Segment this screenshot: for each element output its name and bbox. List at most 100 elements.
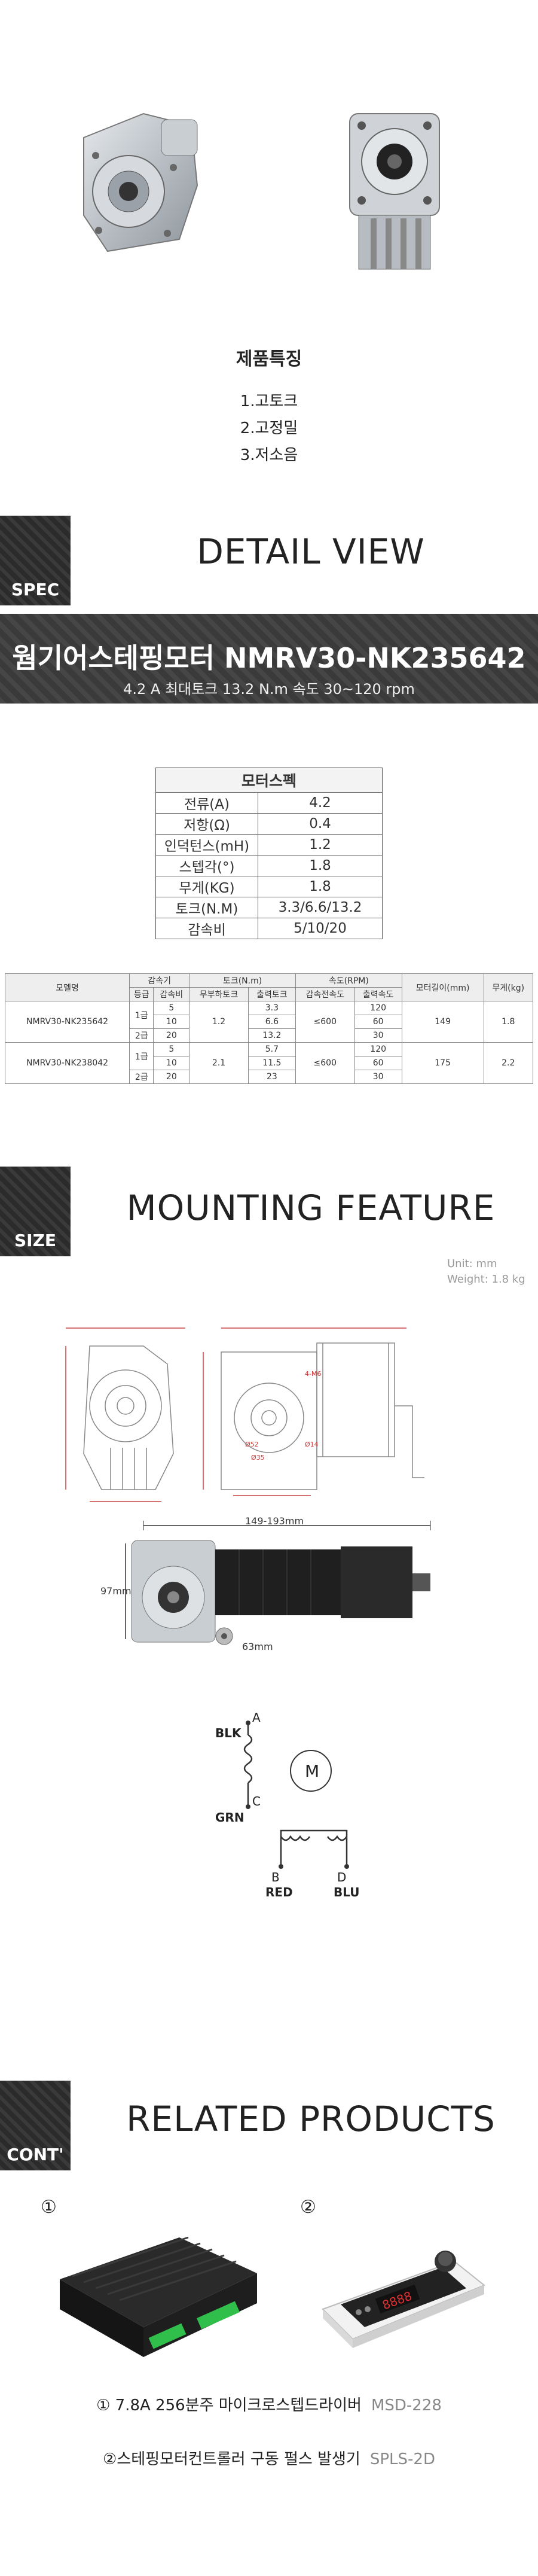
- pulse-controller-photo[interactable]: 8888: [305, 2237, 496, 2363]
- cell-ratio: 10: [153, 1015, 190, 1029]
- col-grade: 등급: [129, 987, 154, 1001]
- related-product-2-name: ②스테핑모터컨트롤러 구동 펄스 발생기: [103, 2450, 360, 2468]
- wire-label-b: B: [271, 1870, 280, 1884]
- cell-output: 23: [247, 1070, 296, 1084]
- spec-key: 인덕턴스(mH): [155, 834, 258, 855]
- spec-key: 스텝각(°): [155, 855, 258, 876]
- motor-spec-table: 모터스펙 전류(A)4.2 저항(Ω)0.4 인덕턴스(mH)1.2 스텝각(°…: [155, 768, 383, 939]
- table-row: 10 11.5 60: [5, 1056, 533, 1070]
- cell-out-speed: 120: [354, 1001, 402, 1015]
- cell-grade: 1급: [129, 1042, 154, 1070]
- wire-label-d: D: [337, 1870, 346, 1884]
- related-number-2: ②: [300, 2197, 316, 2218]
- col-reduce-speed: 감속전속도: [295, 987, 355, 1001]
- cell-output: 13.2: [247, 1028, 296, 1043]
- cell-out-speed: 30: [354, 1070, 402, 1084]
- product-banner: 웜기어스테핑모터 NMRV30-NK235642 4.2 A 최대토크 13.2…: [0, 614, 538, 704]
- spec-value: 1.8: [258, 876, 383, 897]
- cell-weight: 1.8: [483, 1001, 533, 1043]
- cell-out-speed: 60: [354, 1056, 402, 1070]
- col-holding: 무부하토크: [189, 987, 249, 1001]
- unit-label: Unit: mm: [447, 1257, 497, 1270]
- col-torque: 토크(N.m): [189, 973, 296, 988]
- cell-model: NMRV30-NK235642: [4, 1001, 130, 1043]
- section-tab-cont: CONT': [0, 2081, 71, 2170]
- related-product-2-model: SPLS-2D: [369, 2450, 435, 2468]
- table-row: 저항(Ω)0.4: [155, 813, 383, 835]
- wire-label-c: C: [252, 1794, 261, 1808]
- section-tab-spec: SPEC: [0, 516, 71, 605]
- cell-output: 5.7: [247, 1042, 296, 1056]
- banner-subtitle: 4.2 A 최대토크 13.2 N.m 속도 30~120 rpm: [123, 681, 415, 698]
- spec-key: 토크(N.M): [155, 897, 258, 918]
- cell-grade: 2급: [129, 1028, 154, 1043]
- related-product-2[interactable]: ②스테핑모터컨트롤러 구동 펄스 발생기 SPLS-2D: [0, 2447, 538, 2469]
- related-product-1-name: ① 7.8A 256분주 마이크로스텝드라이버: [96, 2397, 362, 2414]
- feature-item-2: 2.고정밀: [240, 419, 298, 437]
- spec-value: 3.3/6.6/13.2: [258, 897, 383, 918]
- features-title: 제품특징: [236, 349, 302, 370]
- spec-key: 전류(A): [155, 792, 258, 814]
- shaft-dimension: 63mm: [242, 1641, 273, 1652]
- col-speed: 속도(RPM): [295, 973, 402, 988]
- cell-output: 3.3: [247, 1001, 296, 1015]
- banner-title: 웜기어스테핑모터 NMRV30-NK235642: [12, 642, 526, 674]
- model-comparison-table: 모델명 감속기 토크(N.m) 속도(RPM) 모터길이(mm) 무게(kg) …: [4, 973, 533, 1084]
- section-title-mounting-feature: MOUNTING FEATURE: [126, 1187, 496, 1228]
- col-reducer: 감속기: [129, 973, 190, 988]
- col-length: 모터길이(mm): [401, 973, 484, 1001]
- col-out-speed: 출력속도: [354, 987, 402, 1001]
- cell-ratio: 10: [153, 1056, 190, 1070]
- table-row: 2급 20 13.2 30: [5, 1028, 533, 1043]
- feature-item-1: 1.고토크: [240, 392, 298, 410]
- cell-weight: 2.2: [483, 1042, 533, 1084]
- table-row: 10 6.6 60: [5, 1015, 533, 1029]
- spec-value: 5/10/20: [258, 918, 383, 939]
- cell-grade: 1급: [129, 1001, 154, 1029]
- section-tab-size-label: SIZE: [14, 1231, 56, 1250]
- cell-reduce-speed: ≤600: [295, 1042, 355, 1084]
- col-model: 모델명: [4, 973, 130, 1001]
- cell-output: 6.6: [247, 1015, 296, 1029]
- table-row: 2급 20 23 30: [5, 1070, 533, 1084]
- related-product-1-model: MSD-228: [371, 2397, 442, 2414]
- wire-label-blk: BLK: [215, 1726, 242, 1740]
- svg-text:Ø14: Ø14: [305, 1441, 319, 1448]
- col-ratio: 감속비: [153, 987, 190, 1001]
- section-tab-size: SIZE: [0, 1167, 71, 1256]
- svg-text:Ø35: Ø35: [251, 1454, 265, 1461]
- table-row: 스텝각(°)1.8: [155, 855, 383, 876]
- table-row: 전류(A)4.2: [155, 792, 383, 814]
- stepper-driver-photo[interactable]: [48, 2225, 269, 2363]
- cell-holding: 2.1: [189, 1042, 249, 1084]
- cell-out-speed: 60: [354, 1015, 402, 1029]
- table-row: 인덕턴스(mH)1.2: [155, 834, 383, 855]
- wire-label-red: RED: [265, 1885, 293, 1899]
- cell-model: NMRV30-NK238042: [4, 1042, 130, 1084]
- col-output: 출력토크: [247, 987, 296, 1001]
- wire-label-a: A: [252, 1711, 261, 1725]
- section-title-related-products: RELATED PRODUCTS: [126, 2099, 496, 2139]
- weight-label: Weight: 1.8 kg: [447, 1273, 525, 1286]
- wiring-diagram: A BLK C GRN M B RED D BLU: [215, 1711, 360, 1899]
- cell-ratio: 5: [153, 1042, 190, 1056]
- table-row: 무게(KG)1.8: [155, 876, 383, 897]
- svg-text:4-M6: 4-M6: [305, 1370, 321, 1378]
- cell-length: 175: [401, 1042, 484, 1084]
- spec-value: 0.4: [258, 813, 383, 835]
- section-tab-spec-label: SPEC: [11, 580, 60, 599]
- motor-spec-header: 모터스펙: [155, 768, 383, 793]
- cell-grade: 2급: [129, 1070, 154, 1084]
- cell-reduce-speed: ≤600: [295, 1001, 355, 1043]
- mounting-drawing: Ø52 Ø14 Ø35 4-M6: [65, 1327, 424, 1502]
- motor-symbol: M: [305, 1761, 319, 1781]
- col-weight: 무게(kg): [483, 973, 533, 1001]
- spec-key: 저항(Ω): [155, 813, 258, 835]
- section-tab-cont-label: CONT': [7, 2145, 64, 2164]
- spec-value: 1.8: [258, 855, 383, 876]
- gearbox-photo-left: [83, 112, 198, 252]
- spec-value: 4.2: [258, 792, 383, 814]
- related-product-1[interactable]: ① 7.8A 256분주 마이크로스텝드라이버 MSD-228: [0, 2393, 538, 2415]
- table-row: 토크(N.M)3.3/6.6/13.2: [155, 897, 383, 918]
